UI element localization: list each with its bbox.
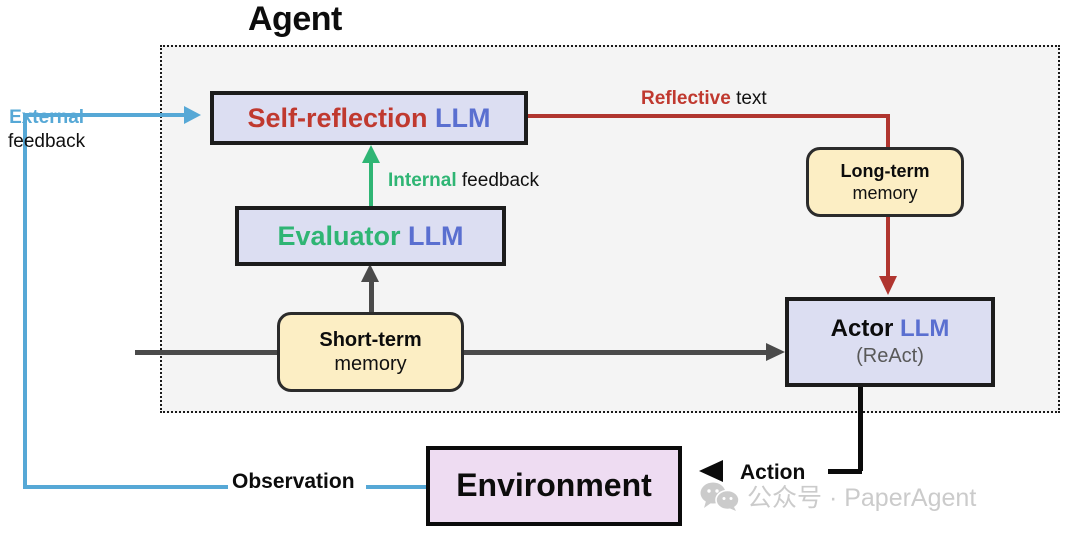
- edge-label-internal-emphasis: Internal: [388, 170, 457, 191]
- edge-label-external-rest: feedback: [8, 130, 86, 152]
- node-actor-secondary: LLM: [900, 315, 950, 343]
- node-short-term-secondary: memory: [334, 352, 407, 375]
- external-feedback-line-vertical: [23, 113, 27, 487]
- page-title: Agent: [248, 0, 342, 38]
- node-long-term-memory[interactable]: Long-term memory: [806, 147, 964, 217]
- edge-label-internal-rest: feedback: [461, 170, 540, 191]
- backbone-line-right: [462, 350, 772, 355]
- shortterm-to-evaluator-arrowhead: [361, 264, 379, 282]
- edge-label-internal-feedback: Internal feedback: [388, 170, 539, 192]
- node-actor-llm[interactable]: Actor LLM (ReAct): [785, 297, 995, 387]
- edge-label-observation: Observation: [232, 470, 355, 493]
- internal-feedback-line: [369, 160, 373, 208]
- node-evaluator-primary: Evaluator: [277, 220, 401, 251]
- node-environment-label: Environment: [456, 467, 652, 504]
- node-evaluator-secondary: LLM: [408, 220, 464, 251]
- node-actor-tertiary: (ReAct): [856, 345, 924, 368]
- node-short-term-primary: Short-term: [319, 329, 422, 352]
- edge-label-reflective-text: Reflective text: [641, 88, 767, 110]
- edge-label-external-feedback: External feedback: [8, 106, 85, 154]
- node-long-term-primary: Long-term: [840, 161, 930, 182]
- backbone-line-left: [135, 350, 280, 355]
- observation-line-right: [366, 485, 428, 489]
- reflective-text-arrowhead: [879, 276, 897, 295]
- node-self-reflection-label: Self-reflection LLM: [247, 103, 490, 133]
- node-evaluator-label: Evaluator LLM: [277, 221, 463, 251]
- reflective-text-line-horizontal: [528, 114, 890, 118]
- node-environment[interactable]: Environment: [426, 446, 682, 526]
- action-arrowhead: [699, 460, 723, 482]
- wechat-icon: [700, 482, 740, 511]
- external-feedback-arrowhead: [184, 106, 201, 124]
- edge-label-reflective-emphasis: Reflective: [641, 88, 731, 109]
- action-line-horizontal: [828, 469, 862, 474]
- edge-label-reflective-rest: text: [736, 88, 767, 109]
- node-self-reflection-llm[interactable]: Self-reflection LLM: [210, 91, 528, 145]
- node-evaluator-llm[interactable]: Evaluator LLM: [235, 206, 506, 266]
- shortterm-to-actor-arrowhead: [766, 343, 785, 361]
- edge-label-action: Action: [740, 461, 806, 484]
- node-actor-label: Actor LLM: [830, 315, 950, 343]
- internal-feedback-arrowhead: [362, 145, 380, 163]
- observation-line-left: [23, 485, 228, 489]
- external-feedback-line-horizontal: [23, 113, 186, 117]
- node-long-term-secondary: memory: [852, 182, 918, 203]
- node-short-term-memory[interactable]: Short-term memory: [277, 312, 464, 392]
- action-line-vertical: [858, 385, 863, 471]
- node-actor-primary: Actor: [830, 315, 894, 343]
- node-self-reflection-primary: Self-reflection: [247, 102, 428, 133]
- node-self-reflection-secondary: LLM: [435, 102, 491, 133]
- shortterm-to-evaluator-line: [369, 280, 374, 312]
- edge-label-external-emphasis: External: [9, 107, 85, 128]
